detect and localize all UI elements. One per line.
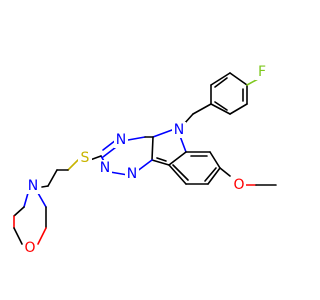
bond [210,103,231,115]
triazine-nitrogen-lower-right-atom: N [127,166,137,182]
atom-bg [125,166,139,182]
bond [229,72,248,86]
morpholine-oxygen-atom: O [24,240,35,256]
molecule-structure: F N N N N S N O O [13,64,277,256]
bond [192,103,212,115]
bond [229,103,248,115]
bond [207,167,221,185]
bond [214,101,228,111]
morpholine-nitrogen-atom: N [28,178,38,194]
bond [23,192,29,208]
bond [156,157,167,162]
bond [127,136,146,141]
fluorophenyl-ring [210,72,259,115]
bond [204,167,217,182]
atom-bg [23,240,37,256]
atom-bg [255,64,269,80]
bond [37,192,47,208]
atom-bg [172,122,186,138]
triazine-nitrogen-lower-left-atom: N [100,160,110,176]
atom-bg [98,160,112,176]
bond [47,169,58,187]
triazine-nitrogen-upper-atom: N [116,132,126,148]
bond [214,77,228,88]
molecule-canvas: F N N N N S N O O [13,64,277,256]
bond [219,167,231,177]
bond [210,72,231,86]
fluorine-atom: F [258,64,266,80]
bond [151,136,154,161]
atom-bg [26,178,40,194]
bond [41,185,49,188]
sulfur-atom: S [81,150,90,166]
bond [37,227,47,245]
methoxy-oxygen-atom: O [233,177,244,193]
bond [168,151,187,166]
bond [172,164,189,181]
bond [13,206,25,217]
bond [209,151,221,169]
indole-core [151,129,221,185]
bond [168,164,187,185]
indole-nitrogen-atom: N [174,122,184,138]
bond [102,139,117,151]
atom-bg [232,177,246,193]
bond [67,159,79,171]
bond [179,135,187,153]
bond [13,227,23,245]
morpholine-ring [13,192,47,245]
atom-bg [114,132,128,148]
atom-bg [78,150,92,166]
bond [152,129,173,138]
bond [151,159,170,166]
